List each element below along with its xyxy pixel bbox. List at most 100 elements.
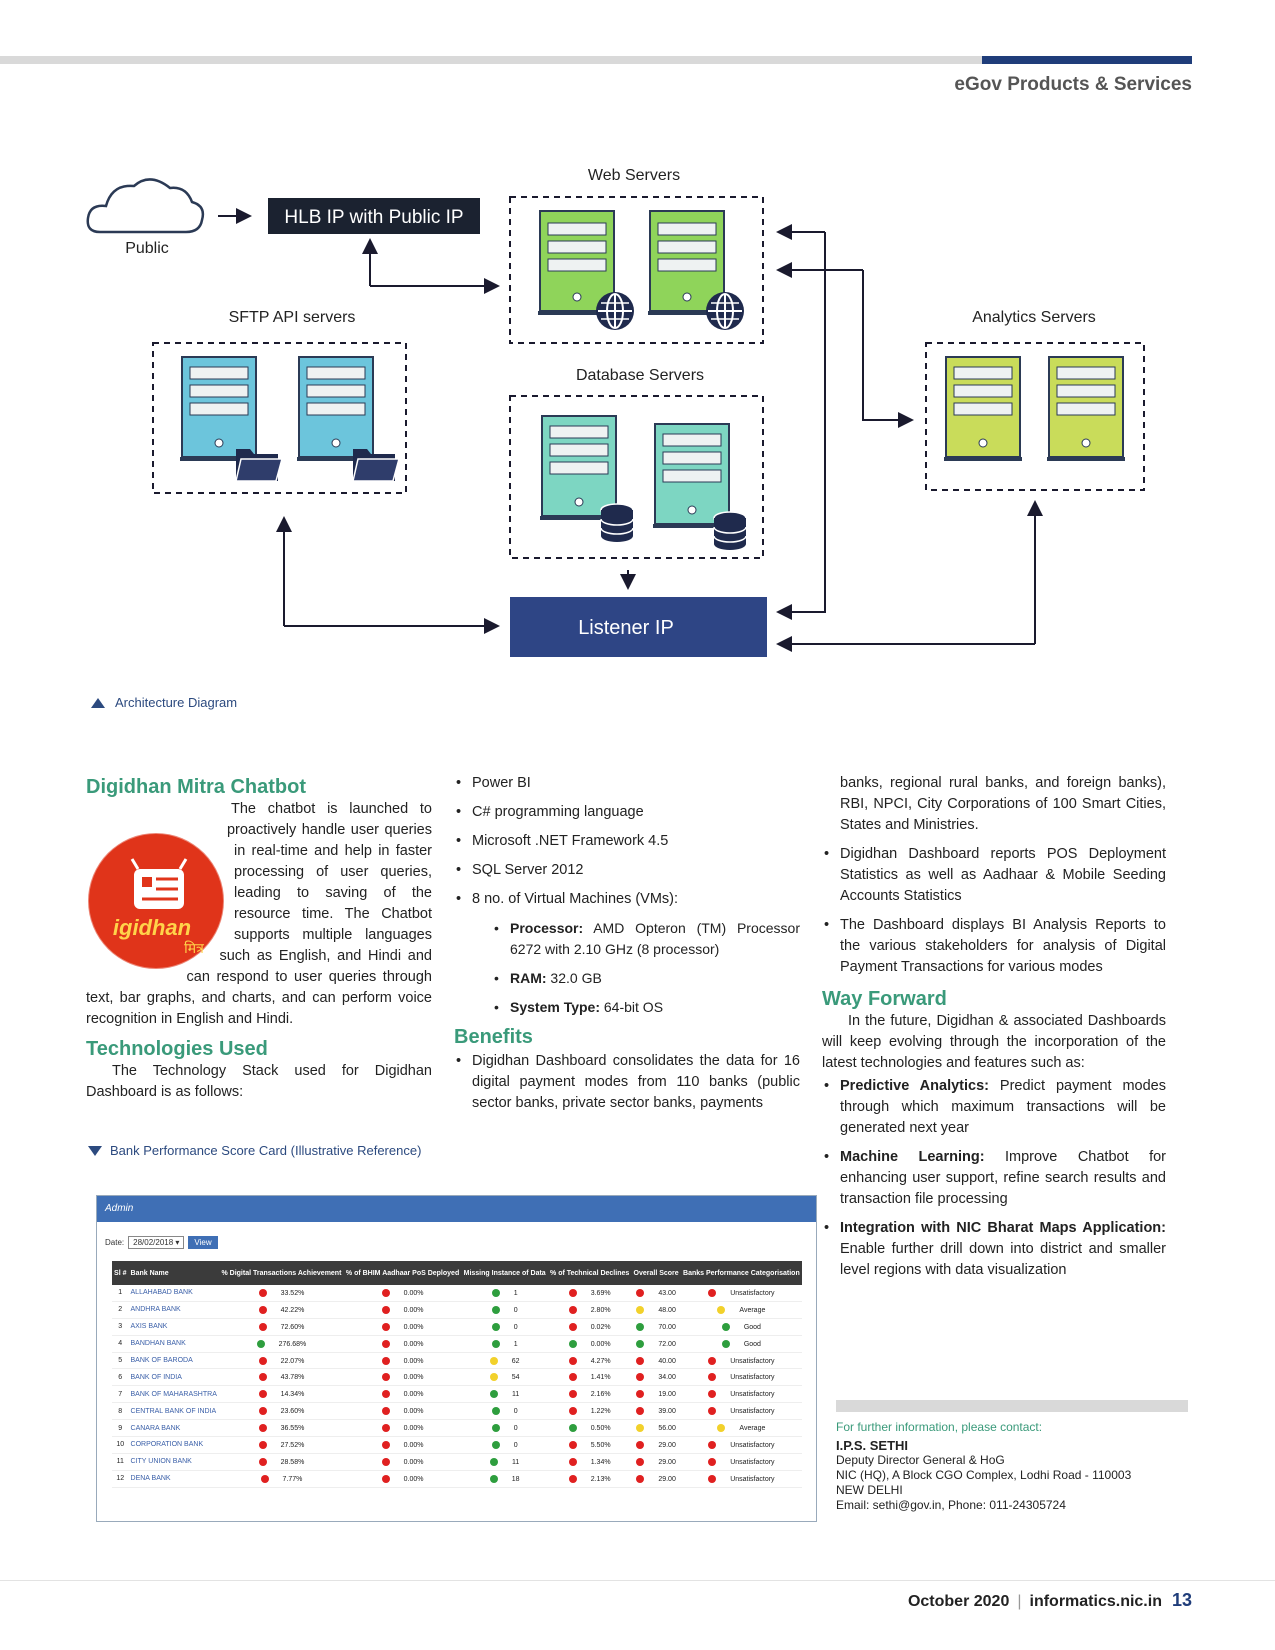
indicator-cell: 0.00% (343, 1402, 462, 1421)
status-dot-icon (491, 1305, 500, 1314)
status-dot-icon (490, 1457, 499, 1466)
benefit-item: The Dashboard displays BI Analysis Repor… (822, 915, 1166, 978)
indicator-value: 40.00 (658, 1357, 676, 1365)
table-cell[interactable]: ANDHRA BANK (128, 1301, 220, 1319)
analytics-servers-group (925, 342, 1145, 491)
indicator-value: 1.22% (590, 1408, 611, 1416)
table-cell[interactable]: AXIS BANK (128, 1318, 220, 1336)
indicator-value: 0.00% (403, 1374, 424, 1382)
indicator-cell: 0 (461, 1436, 548, 1454)
indicator-cell: Unsatisfactory (680, 1285, 802, 1302)
indicator-value: 7.77% (282, 1475, 303, 1483)
table-cell[interactable]: DENA BANK (128, 1470, 220, 1488)
status-dot-icon (381, 1407, 390, 1416)
sftp-servers-group (152, 342, 407, 494)
table-cell: 8 (112, 1402, 129, 1421)
indicator-value: Unsatisfactory (730, 1441, 775, 1449)
status-dot-icon (568, 1457, 577, 1466)
contact-address: NIC (HQ), A Block CGO Complex, Lodhi Roa… (836, 1468, 1132, 1482)
column-header: Sl # (112, 1261, 129, 1285)
table-cell[interactable]: CENTRAL BANK OF INDIA (128, 1402, 220, 1421)
table-cell[interactable]: BANDHAN BANK (128, 1335, 220, 1353)
indicator-value: 0.00% (403, 1475, 424, 1483)
status-dot-icon (636, 1339, 645, 1348)
status-dot-icon (258, 1288, 267, 1297)
svg-text:igidhan: igidhan (113, 915, 191, 940)
indicator-cell: 0.02% (547, 1318, 632, 1336)
table-cell: 1 (112, 1285, 129, 1302)
indicator-value: 0.00% (590, 1340, 611, 1348)
indicator-cell: 0.00% (343, 1285, 462, 1302)
indicator-cell: 56.00 (631, 1419, 681, 1438)
indicator-cell: 40.00 (631, 1352, 681, 1370)
public-label: Public (125, 240, 169, 257)
indicator-cell: Unsatisfactory (680, 1352, 802, 1370)
indicator-value: 276.68% (278, 1340, 307, 1348)
table-cell[interactable]: BANK OF BARODA (128, 1352, 220, 1370)
status-dot-icon (260, 1474, 269, 1483)
table-cell[interactable]: CORPORATION BANK (128, 1436, 220, 1454)
status-dot-icon (491, 1322, 500, 1331)
column-1: Digidhan Mitra Chatbot igidhan मित्र The… (86, 776, 432, 1103)
status-dot-icon (491, 1339, 500, 1348)
indicator-cell: 0.00% (343, 1419, 462, 1438)
indicator-value: 72.60% (280, 1323, 305, 1331)
indicator-value: Unsatisfactory (730, 1374, 775, 1382)
table-cell[interactable]: CANARA BANK (128, 1419, 220, 1438)
status-dot-icon (636, 1424, 645, 1433)
indicator-value: 39.00 (658, 1408, 676, 1416)
indicator-value: 1.41% (590, 1374, 611, 1382)
tech-item: Microsoft .NET Framework 4.5 (454, 831, 800, 852)
folder-icon (235, 448, 283, 482)
indicator-value: 1 (513, 1340, 518, 1348)
indicator-value: 2.16% (590, 1391, 611, 1399)
date-select[interactable]: 28/02/2018 ▾ (128, 1236, 185, 1249)
web-servers-group (509, 196, 764, 344)
indicator-value: 0.00% (403, 1357, 424, 1365)
indicator-value: 0.00% (403, 1441, 424, 1449)
status-dot-icon (381, 1424, 390, 1433)
indicator-value: 22.07% (280, 1357, 305, 1365)
status-dot-icon (636, 1457, 645, 1466)
vm-item: Processor: AMD Opteron (TM) Processor 62… (492, 918, 800, 960)
tech-item: 8 no. of Virtual Machines (VMs): (454, 889, 800, 910)
indicator-value: 0 (513, 1424, 518, 1432)
status-dot-icon (258, 1305, 267, 1314)
analytics-server-icon (1046, 356, 1126, 462)
indicator-cell: 34.00 (631, 1368, 681, 1387)
contact-box: For further information, please contact:… (836, 1420, 1196, 1513)
status-dot-icon (708, 1288, 717, 1297)
database-icon (713, 511, 747, 551)
listener-box (510, 597, 767, 657)
indicator-cell: 0.00% (343, 1318, 462, 1336)
footer-site[interactable]: informatics.nic.in (1029, 1593, 1162, 1610)
indicator-cell: 54 (461, 1368, 548, 1387)
contact-designation: Deputy Director General & HoG (836, 1453, 1005, 1467)
view-button[interactable]: View (188, 1236, 218, 1249)
hlb-box (268, 198, 480, 234)
table-cell[interactable]: CITY UNION BANK (128, 1453, 220, 1471)
status-dot-icon (256, 1339, 265, 1348)
globe-icon (705, 291, 745, 331)
status-dot-icon (717, 1305, 726, 1314)
indicator-value: 43.78% (280, 1374, 305, 1382)
table-cell[interactable]: BANK OF MAHARASHTRA (128, 1385, 220, 1404)
table-cell[interactable]: BANK OF INDIA (128, 1368, 220, 1387)
indicator-cell: 0.00% (343, 1453, 462, 1471)
table-cell: 11 (112, 1453, 129, 1471)
indicator-cell: 2.13% (547, 1470, 632, 1488)
indicator-cell: 2.80% (547, 1301, 632, 1319)
indicator-cell: 0.00% (343, 1470, 462, 1488)
svg-text:मित्र: मित्र (184, 940, 204, 957)
analytics-server-icon (943, 356, 1023, 462)
table-cell[interactable]: ALLAHABAD BANK (128, 1285, 220, 1302)
indicator-value: 29.00 (658, 1458, 676, 1466)
table-cell: 3 (112, 1318, 129, 1336)
status-dot-icon (258, 1424, 267, 1433)
status-dot-icon (381, 1390, 390, 1399)
indicator-cell: 0.00% (343, 1301, 462, 1319)
table-cell: 4 (112, 1335, 129, 1353)
status-dot-icon (258, 1407, 267, 1416)
indicator-cell: 36.55% (219, 1419, 344, 1438)
